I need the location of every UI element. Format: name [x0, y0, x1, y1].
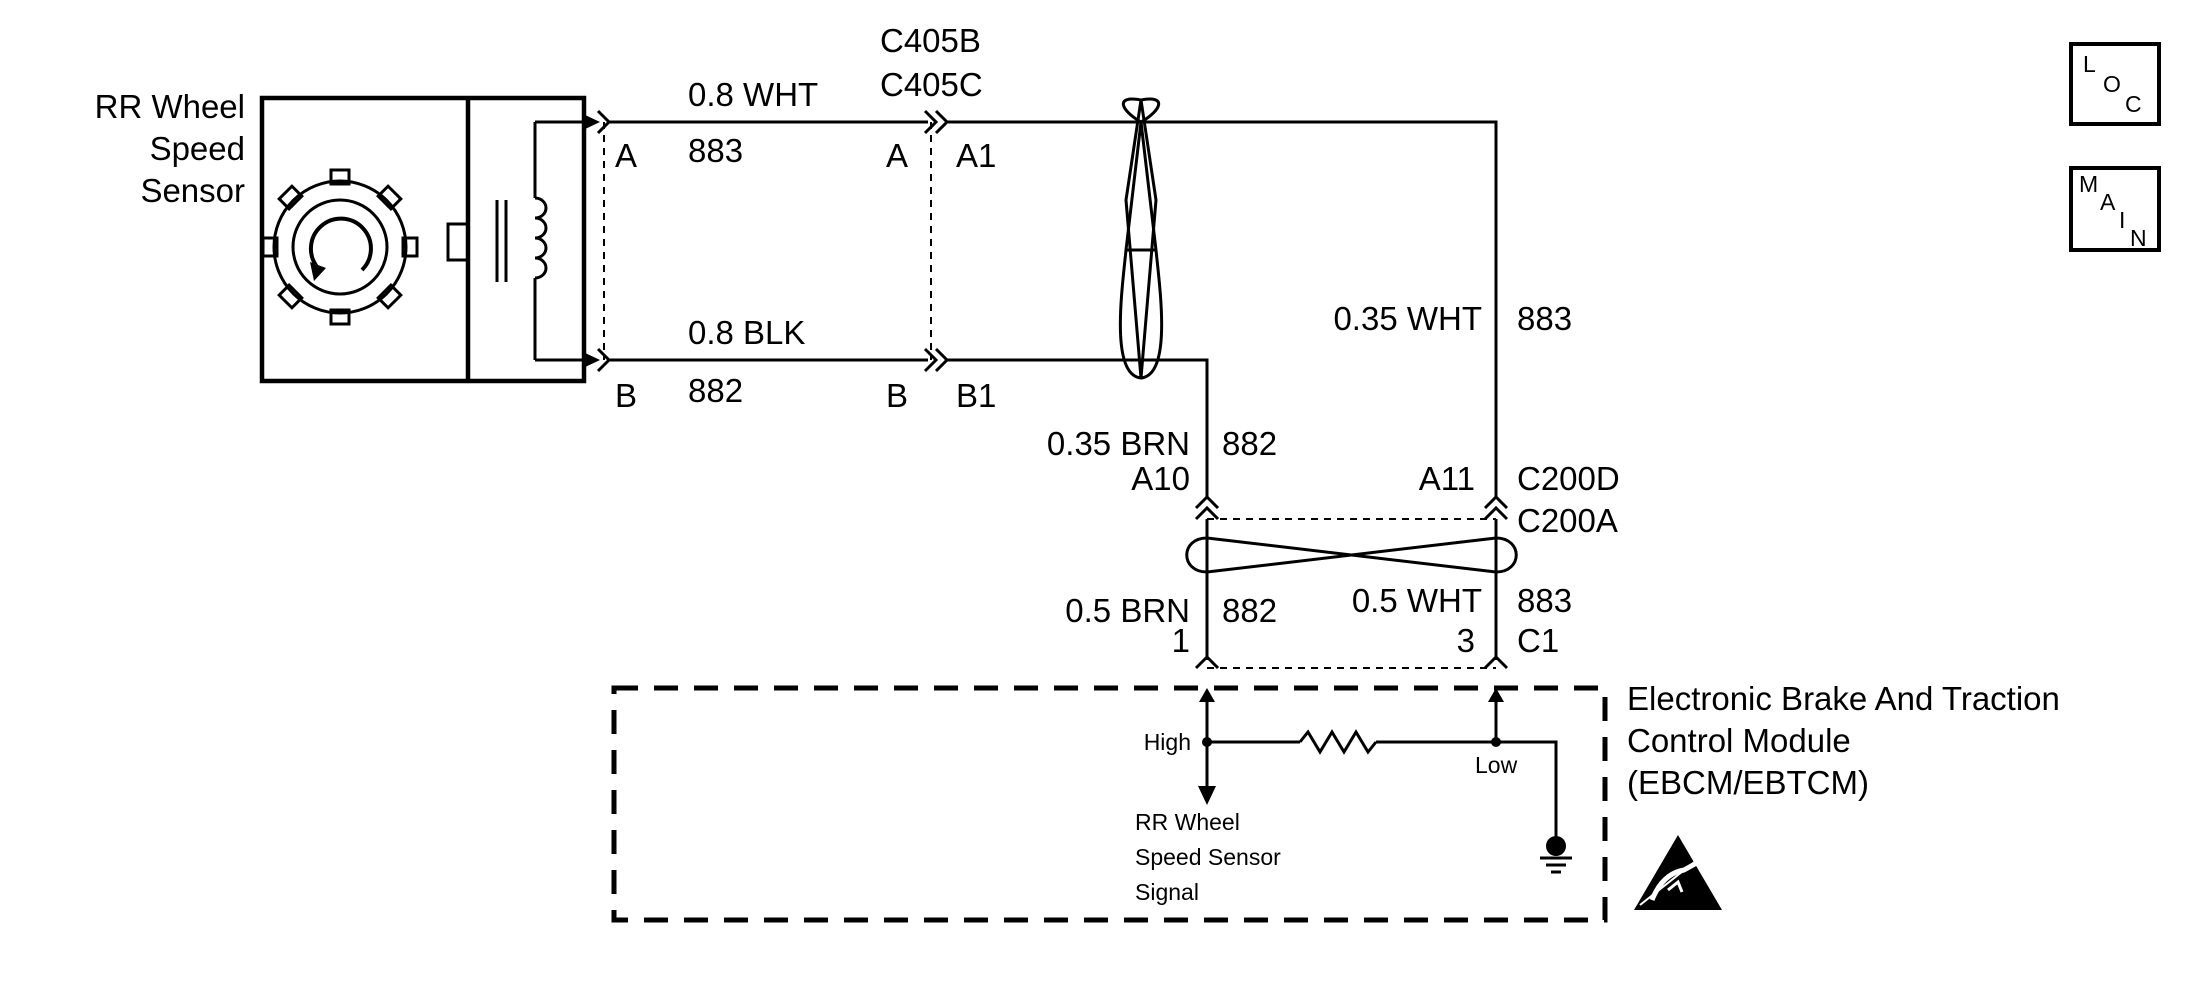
c200-pin-a11: A11: [1419, 460, 1475, 497]
esd-sensitive-icon: [1634, 835, 1722, 910]
wire-right-circuit: 883: [1517, 300, 1572, 337]
wire-right-color: 0.35 WHT: [1333, 300, 1482, 337]
c405-label-1: C405B: [880, 22, 981, 59]
coil-icon: [495, 120, 583, 362]
c405-pin-a1: A1: [956, 137, 996, 174]
wire-bottom-circuit: 882: [688, 372, 743, 409]
wire-bottom-color: 0.8 BLK: [688, 314, 805, 351]
module-pin-1: 1: [1172, 622, 1190, 659]
wire-low-brn-circuit: 882: [1222, 592, 1277, 629]
sensor-name-line1: RR Wheel: [95, 88, 245, 125]
main-i: I: [2119, 207, 2125, 233]
sensor-name-line2: Speed: [150, 130, 245, 167]
c200-pin-a10: A10: [1131, 460, 1190, 497]
c405-label-2: C405C: [880, 66, 983, 103]
c405-pin-b1: B1: [956, 377, 996, 414]
module-name-line2: Control Module: [1627, 722, 1851, 759]
module-name-line1: Electronic Brake And Traction: [1627, 680, 2060, 717]
wire-low-brn-color: 0.5 BRN: [1065, 592, 1190, 629]
main-a: A: [2100, 189, 2116, 215]
main-button[interactable]: M A I N: [2069, 166, 2161, 252]
wire-mid-color: 0.35 BRN: [1047, 425, 1190, 462]
module-conn-c1: C1: [1517, 622, 1559, 659]
wire-882-mid: [947, 358, 1209, 498]
sensor-name-line3: Sensor: [140, 172, 245, 209]
sensor-connector: [596, 109, 612, 373]
wire-883-right: [947, 120, 1498, 498]
wire-low-wht-circuit: 883: [1517, 582, 1572, 619]
signal-label-line1: RR Wheel: [1135, 809, 1240, 835]
loc-o: O: [2103, 71, 2121, 97]
wire-top-circuit: 883: [688, 132, 743, 169]
c200-label-2: C200A: [1517, 502, 1618, 539]
sensor-pin-b: B: [615, 377, 637, 414]
high-label: High: [1144, 729, 1191, 755]
c405-pin-b: B: [886, 377, 908, 414]
module-name-line3: (EBCM/EBTCM): [1627, 764, 1869, 801]
twisted-pair-horizontal-icon: [1185, 536, 1518, 574]
c200-label-1: C200D: [1517, 460, 1620, 497]
resistor-icon: [1298, 729, 1378, 755]
loc-c: C: [2125, 91, 2142, 117]
magnet-icon: [446, 222, 470, 262]
main-n: N: [2130, 225, 2147, 251]
wire-mid-circuit: 882: [1222, 425, 1277, 462]
tone-wheel-icon: [261, 168, 419, 326]
wire-top-color: 0.8 WHT: [688, 76, 818, 113]
c405-pin-a: A: [886, 137, 908, 174]
signal-label-line2: Speed Sensor: [1135, 844, 1281, 870]
ebcm-internal-circuit: [1198, 688, 1572, 874]
wire-low-wht-color: 0.5 WHT: [1352, 582, 1482, 619]
low-label: Low: [1475, 752, 1518, 778]
c200-connector: [1194, 494, 1509, 521]
wheel-speed-sensor: [259, 95, 600, 384]
c405-connector: [923, 109, 950, 373]
loc-button[interactable]: L O C: [2069, 42, 2161, 126]
main-m: M: [2079, 171, 2098, 197]
signal-label-line3: Signal: [1135, 879, 1199, 905]
loc-l: L: [2083, 51, 2096, 77]
module-pin-3: 3: [1457, 622, 1475, 659]
module-connector-c1: [1194, 654, 1509, 670]
twisted-pair-icon: [1118, 97, 1164, 380]
ebcm-module-box: [611, 685, 1608, 923]
sensor-pin-a: A: [615, 137, 637, 174]
ground-icon: [1540, 836, 1572, 874]
